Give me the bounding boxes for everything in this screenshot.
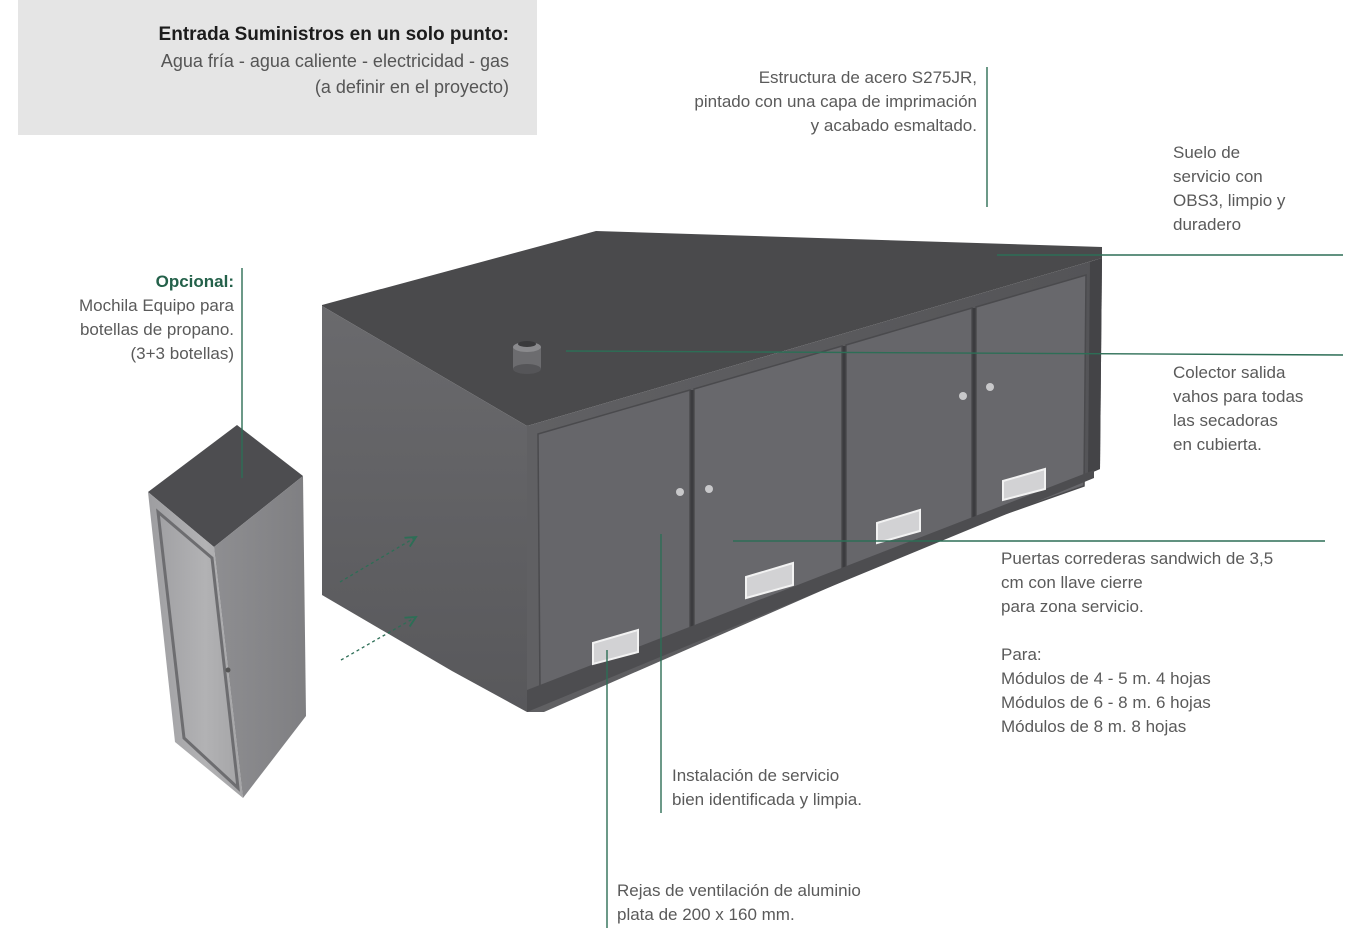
annotation-line: Suelo de: [1173, 143, 1241, 162]
annotation-line: las secadoras: [1173, 411, 1278, 430]
sliding-doors: [527, 273, 1094, 712]
vents-annotation: Rejas de ventilación de aluminio plata d…: [617, 879, 861, 927]
module-option: Módulos de 6 - 8 m. 6 hojas: [1001, 693, 1211, 712]
collector-annotation: Colector salida vahos para todas las sec…: [1173, 361, 1303, 457]
propane-cabinet: [148, 425, 306, 798]
annotation-line: Colector salida: [1173, 363, 1286, 382]
optional-annotation: Opcional: Mochila Equipo para botellas d…: [79, 270, 234, 366]
connection-arrows: [339, 537, 416, 661]
annotation-line: para zona servicio.: [1001, 597, 1144, 616]
annotation-line: cm con llave cierre: [1001, 573, 1143, 592]
supply-entry-line: (a definir en el proyecto): [314, 77, 509, 97]
module-option: Módulos de 4 - 5 m. 4 hojas: [1001, 669, 1211, 688]
module-right-end: [1088, 258, 1102, 474]
annotation-line: Mochila Equipo para: [79, 296, 234, 315]
annotation-line: OBS3, limpio y: [1173, 191, 1286, 210]
annotation-line: Estructura de acero S275JR,: [758, 68, 977, 87]
supply-entry-line: Agua fría - agua caliente - electricidad…: [160, 51, 509, 71]
annotation-line: Para:: [1001, 645, 1042, 664]
door-handles: [676, 383, 994, 496]
annotation-line: Instalación de servicio: [672, 766, 840, 785]
module-top: [322, 231, 1102, 426]
annotation-line: duradero: [1173, 215, 1242, 234]
supply-entry-box: Entrada Suministros en un solo punto: Ag…: [18, 0, 537, 135]
annotation-line: bien identificada y limpia.: [672, 790, 862, 809]
exhaust-collector: [513, 341, 541, 374]
module-left-side: [322, 306, 527, 712]
annotation-line: plata de 200 x 160 mm.: [617, 905, 795, 924]
annotation-line: botellas de propano.: [79, 320, 234, 339]
installation-annotation: Instalación de servicio bien identificad…: [672, 764, 862, 812]
door-panel: [975, 273, 1087, 526]
annotation-line: en cubierta.: [1173, 435, 1262, 454]
annotation-line: pintado con una capa de imprimación: [694, 92, 977, 111]
annotation-line: y acabado esmaltado.: [810, 116, 977, 135]
supply-entry-text: Entrada Suministros en un solo punto: Ag…: [159, 21, 509, 100]
annotation-line: Rejas de ventilación de aluminio: [617, 881, 861, 900]
annotation-line: vahos para todas: [1173, 387, 1304, 406]
supply-entry-title: Entrada Suministros en un solo punto:: [158, 24, 509, 45]
leader-lines: [241, 67, 1344, 928]
structure-annotation: Estructura de acero S275JR, pintado con …: [694, 66, 977, 138]
ventilation-grilles: [592, 467, 1046, 666]
floor-annotation: Suelo de servicio con OBS3, limpio y dur…: [1173, 141, 1285, 237]
doors-annotation: Puertas correderas sandwich de 3,5 cm co…: [1001, 547, 1273, 739]
annotation-line: servicio con: [1173, 167, 1263, 186]
optional-label: Opcional:: [155, 272, 234, 291]
annotation-line: (3+3 botellas): [130, 344, 234, 363]
module-option: Módulos de 8 m. 8 hojas: [1001, 717, 1187, 736]
annotation-line: Puertas correderas sandwich de 3,5: [1001, 549, 1274, 568]
